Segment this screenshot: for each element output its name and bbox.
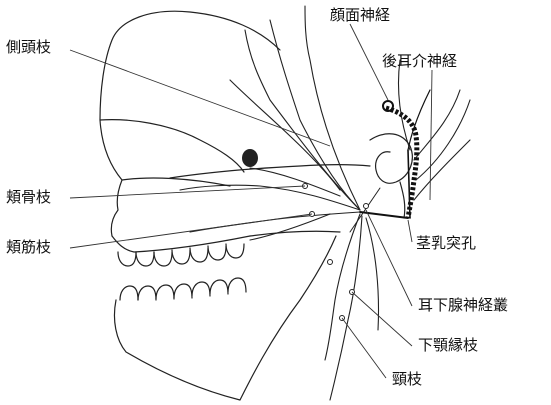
cervical-branch-line bbox=[330, 216, 362, 400]
orbit-dark-spot bbox=[242, 149, 258, 167]
skull-outline bbox=[100, 11, 280, 236]
leader-parotid bbox=[366, 210, 412, 306]
label-parotid-plexus: 耳下腺神経叢 bbox=[418, 298, 508, 313]
orbit-outline bbox=[100, 120, 244, 172]
label-temporal-branch: 側頭枝 bbox=[6, 40, 51, 55]
label-zygomatic-branch: 頬骨枝 bbox=[6, 190, 51, 205]
buccal-branch-line bbox=[190, 212, 360, 232]
label-cervical-branch: 頸枝 bbox=[392, 372, 422, 387]
label-marginal-mandibular-branch: 下顎縁枝 bbox=[418, 338, 478, 353]
label-stylomastoid-foramen: 茎乳突孔 bbox=[416, 236, 476, 251]
ear-region bbox=[370, 134, 412, 184]
leader-zygomatic bbox=[70, 186, 305, 198]
label-buccal-branch: 頬筋枝 bbox=[6, 240, 51, 255]
leader-cervical bbox=[342, 318, 386, 378]
label-posterior-auricular-nerve: 後耳介神経 bbox=[382, 54, 457, 69]
leader-stylomastoid bbox=[408, 220, 412, 242]
leader-buccal bbox=[70, 214, 312, 248]
zygomatic-branch-line bbox=[180, 185, 360, 210]
mandible-outline bbox=[114, 236, 336, 400]
leader-marginal bbox=[352, 292, 412, 346]
leader-temporal bbox=[70, 50, 330, 146]
label-facial-nerve: 顔面神経 bbox=[330, 8, 390, 23]
lower-teeth bbox=[120, 278, 246, 300]
